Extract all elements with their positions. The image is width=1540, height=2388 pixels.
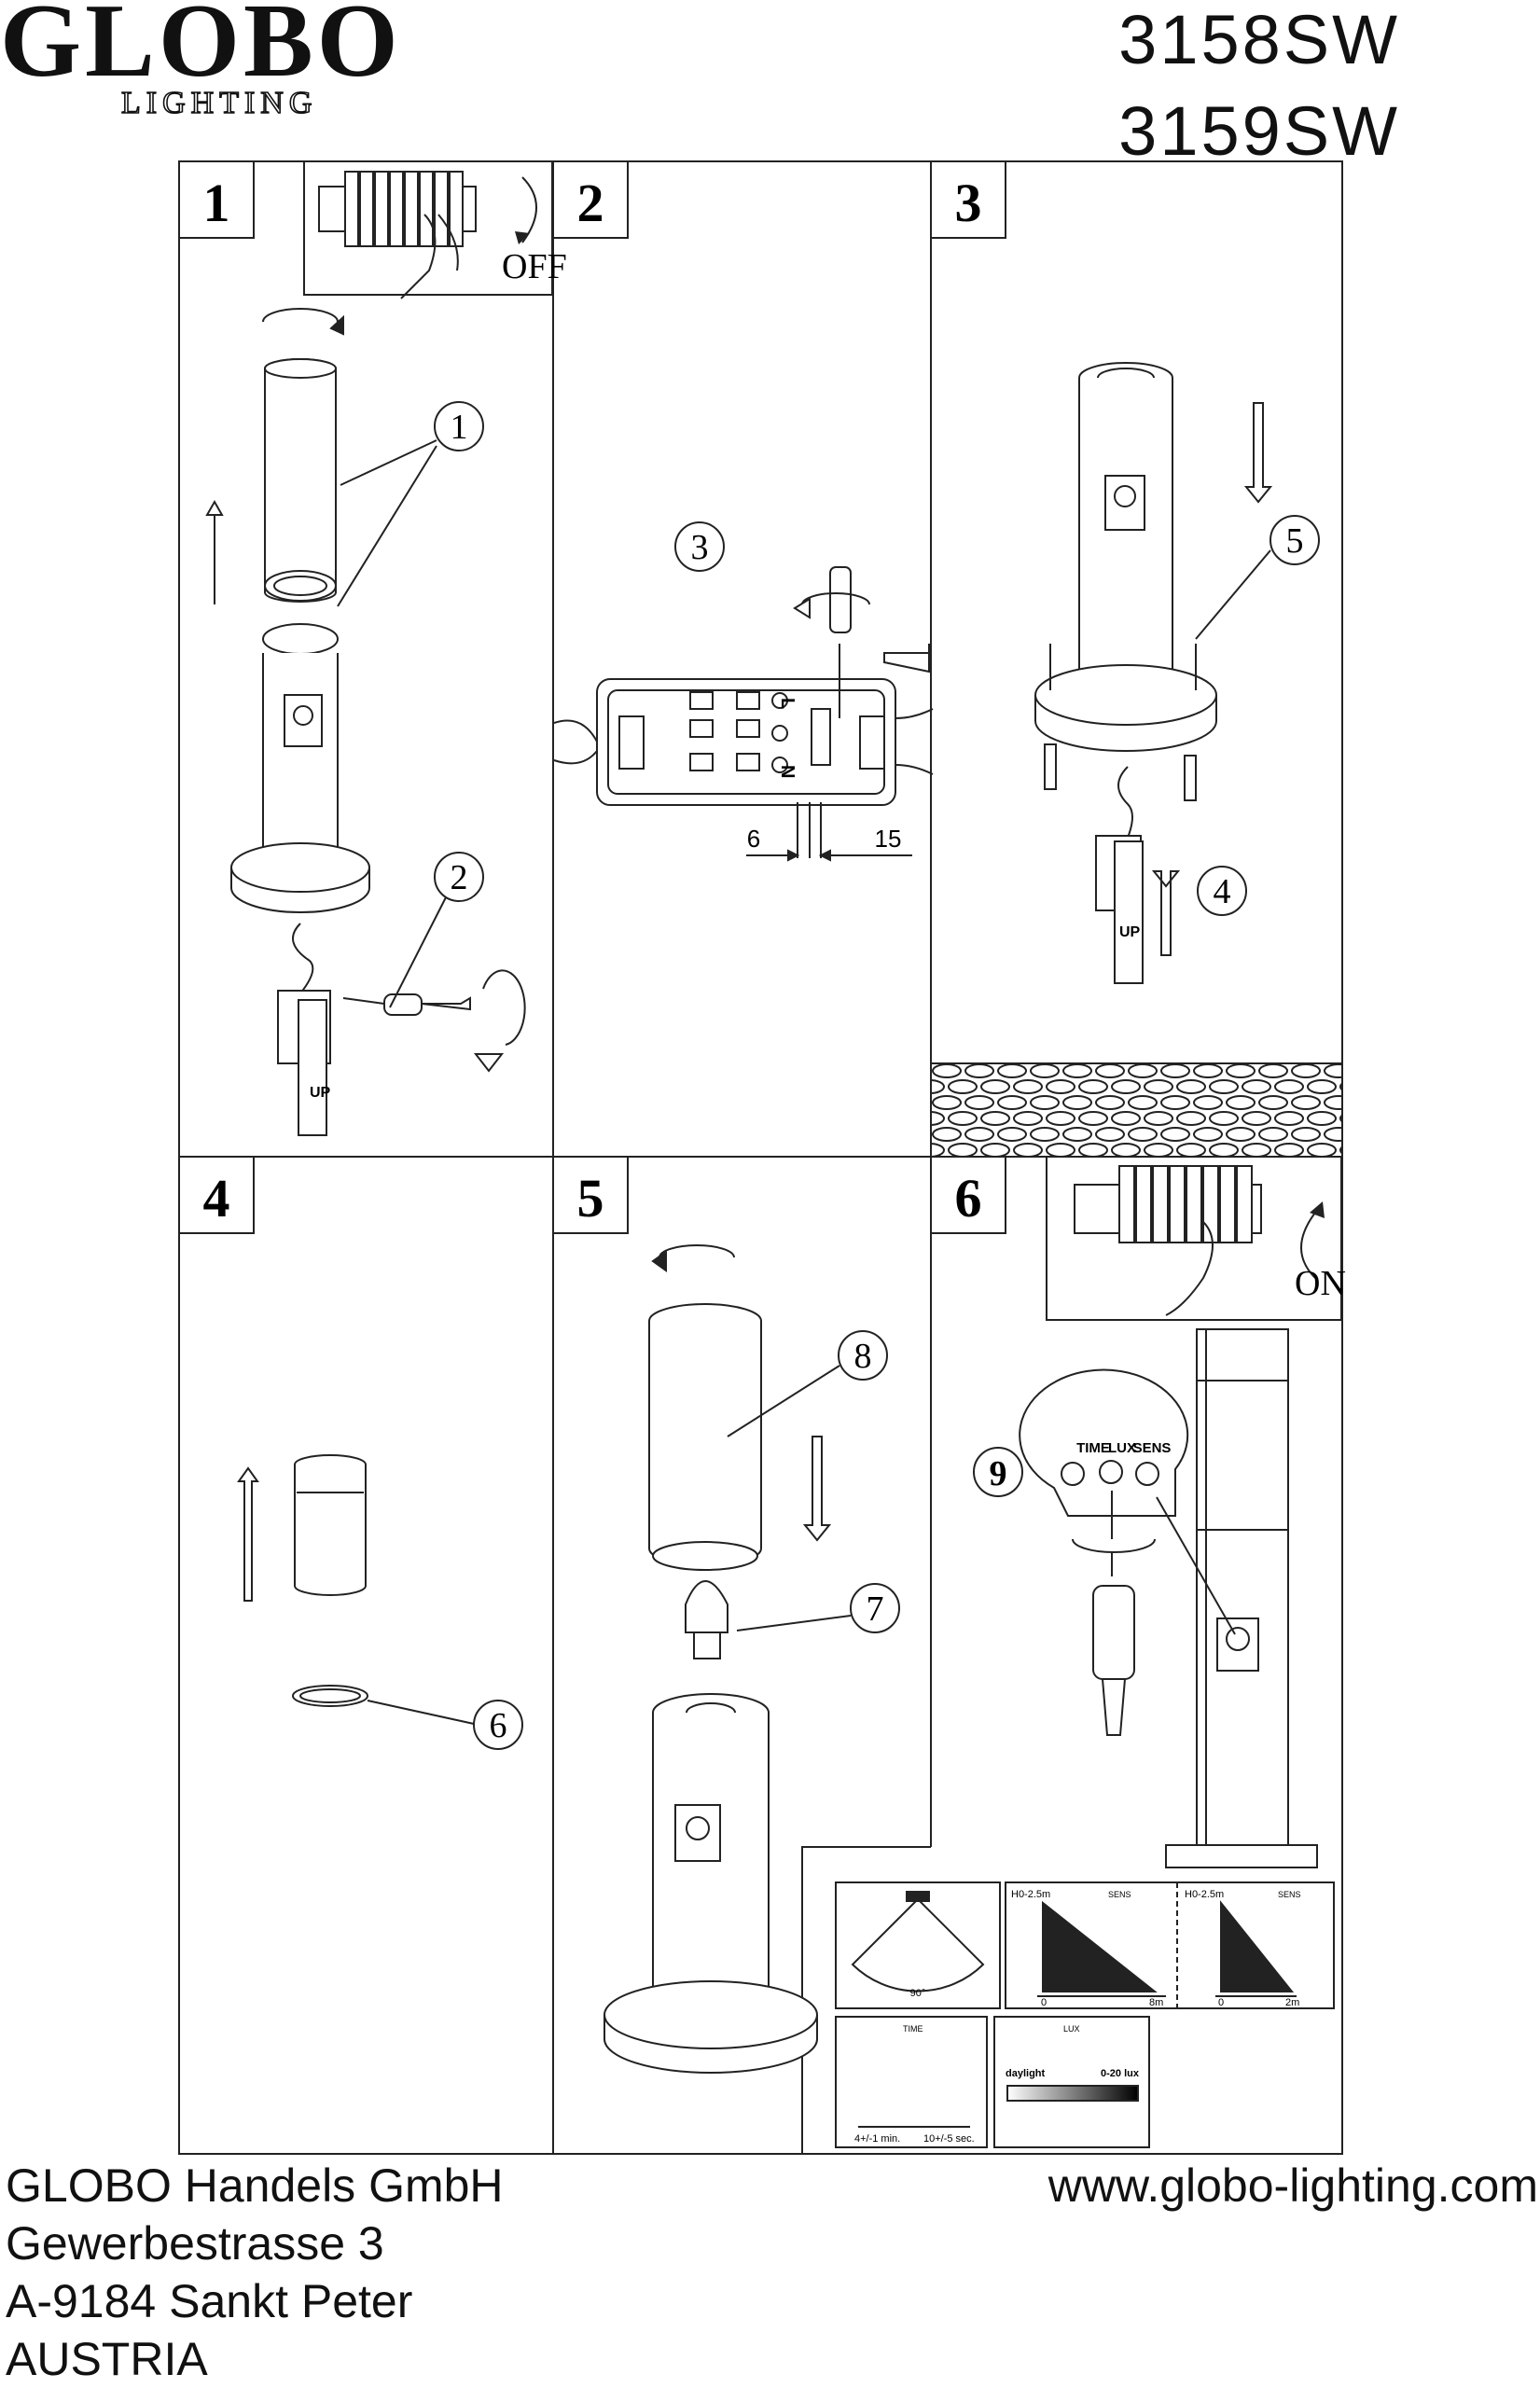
step-number-boxes <box>178 160 1006 1234</box>
callout-3: 3 <box>691 528 709 567</box>
step-2-terminal <box>553 521 934 862</box>
time-max: 4+/-1 min. <box>854 2133 900 2145</box>
brand-sub: LIGHTING <box>120 85 318 121</box>
callout-4: 4 <box>1214 872 1231 911</box>
company-country: AUSTRIA <box>6 2333 208 2385</box>
company-city: A-9184 Sankt Peter <box>6 2275 413 2327</box>
lux-label: LUX <box>1063 2024 1080 2034</box>
step-2-number: 2 <box>577 173 604 233</box>
dimension-15: 15 <box>875 825 902 853</box>
time-min: 10+/-5 sec. <box>923 2133 975 2145</box>
switch-on-label: ON <box>1295 1264 1346 1303</box>
switch-off-label: OFF <box>502 247 567 286</box>
ground-stones <box>930 1062 1343 1158</box>
callout-2: 2 <box>451 858 468 897</box>
height-label-near: H0-2.5m <box>1185 1889 1224 1900</box>
step-1-number: 1 <box>203 173 230 233</box>
step-5-number: 5 <box>577 1168 604 1229</box>
dial-lux-label: LUX <box>1108 1440 1136 1456</box>
company-name: GLOBO Handels GmbH <box>6 2159 504 2212</box>
brand-logo: GLOBO LIGHTING <box>0 0 504 121</box>
step-3-number: 3 <box>955 173 982 233</box>
dimension-6: 6 <box>747 825 760 853</box>
step-3-base <box>1034 362 1320 984</box>
terminal-label-l: L <box>777 698 798 709</box>
step-5-lamp <box>604 1244 900 2074</box>
range-far-start: 0 <box>1041 1997 1047 2008</box>
dial-sens-label: SENS <box>1133 1440 1172 1456</box>
step-3-up-label: UP <box>1119 924 1141 940</box>
brand-name: GLOBO <box>0 0 402 99</box>
range-near-end: 2m <box>1285 1997 1299 2008</box>
step-6-number: 6 <box>955 1168 982 1229</box>
breaker-on-panel: ON <box>1046 1156 1346 1321</box>
breaker-off-panel: OFF <box>303 160 567 299</box>
sens-label-near: SENS <box>1278 1890 1301 1899</box>
sensor-info <box>835 1881 1335 2148</box>
daylight-label: daylight <box>1006 2068 1046 2079</box>
model-number-1: 3158SW <box>1118 1 1400 78</box>
step-4-glass <box>237 1454 523 1750</box>
callout-1: 1 <box>451 408 468 447</box>
step-4-number: 4 <box>203 1168 230 1229</box>
terminal-label-n: N <box>777 765 798 778</box>
company-street: Gewerbestrasse 3 <box>6 2217 384 2270</box>
callout-9: 9 <box>990 1454 1007 1493</box>
dial-time-label: TIME <box>1076 1440 1110 1456</box>
range-far-end: 8m <box>1149 1997 1163 2008</box>
callout-7: 7 <box>867 1590 884 1629</box>
sens-label-far: SENS <box>1108 1890 1131 1899</box>
time-label: TIME <box>903 2024 923 2034</box>
callout-6: 6 <box>490 1706 507 1745</box>
company-address: GLOBO Handels GmbH Gewerbestrasse 3 A-91… <box>6 2157 504 2388</box>
website-link[interactable]: www.globo-lighting.com <box>1047 2159 1538 2212</box>
height-label-far: H0-2.5m <box>1011 1889 1050 1900</box>
model-number-2: 3159SW <box>1118 92 1400 170</box>
callout-8: 8 <box>854 1337 872 1376</box>
callout-5: 5 <box>1286 521 1304 561</box>
step-1-lamp <box>205 308 526 1136</box>
lux-range: 0-20 lux <box>1101 2068 1140 2079</box>
step-1-up-label: UP <box>310 1085 331 1101</box>
step-6-post <box>973 1328 1318 1868</box>
detection-angle: 90° <box>910 1988 926 1999</box>
range-near-start: 0 <box>1218 1997 1224 2008</box>
